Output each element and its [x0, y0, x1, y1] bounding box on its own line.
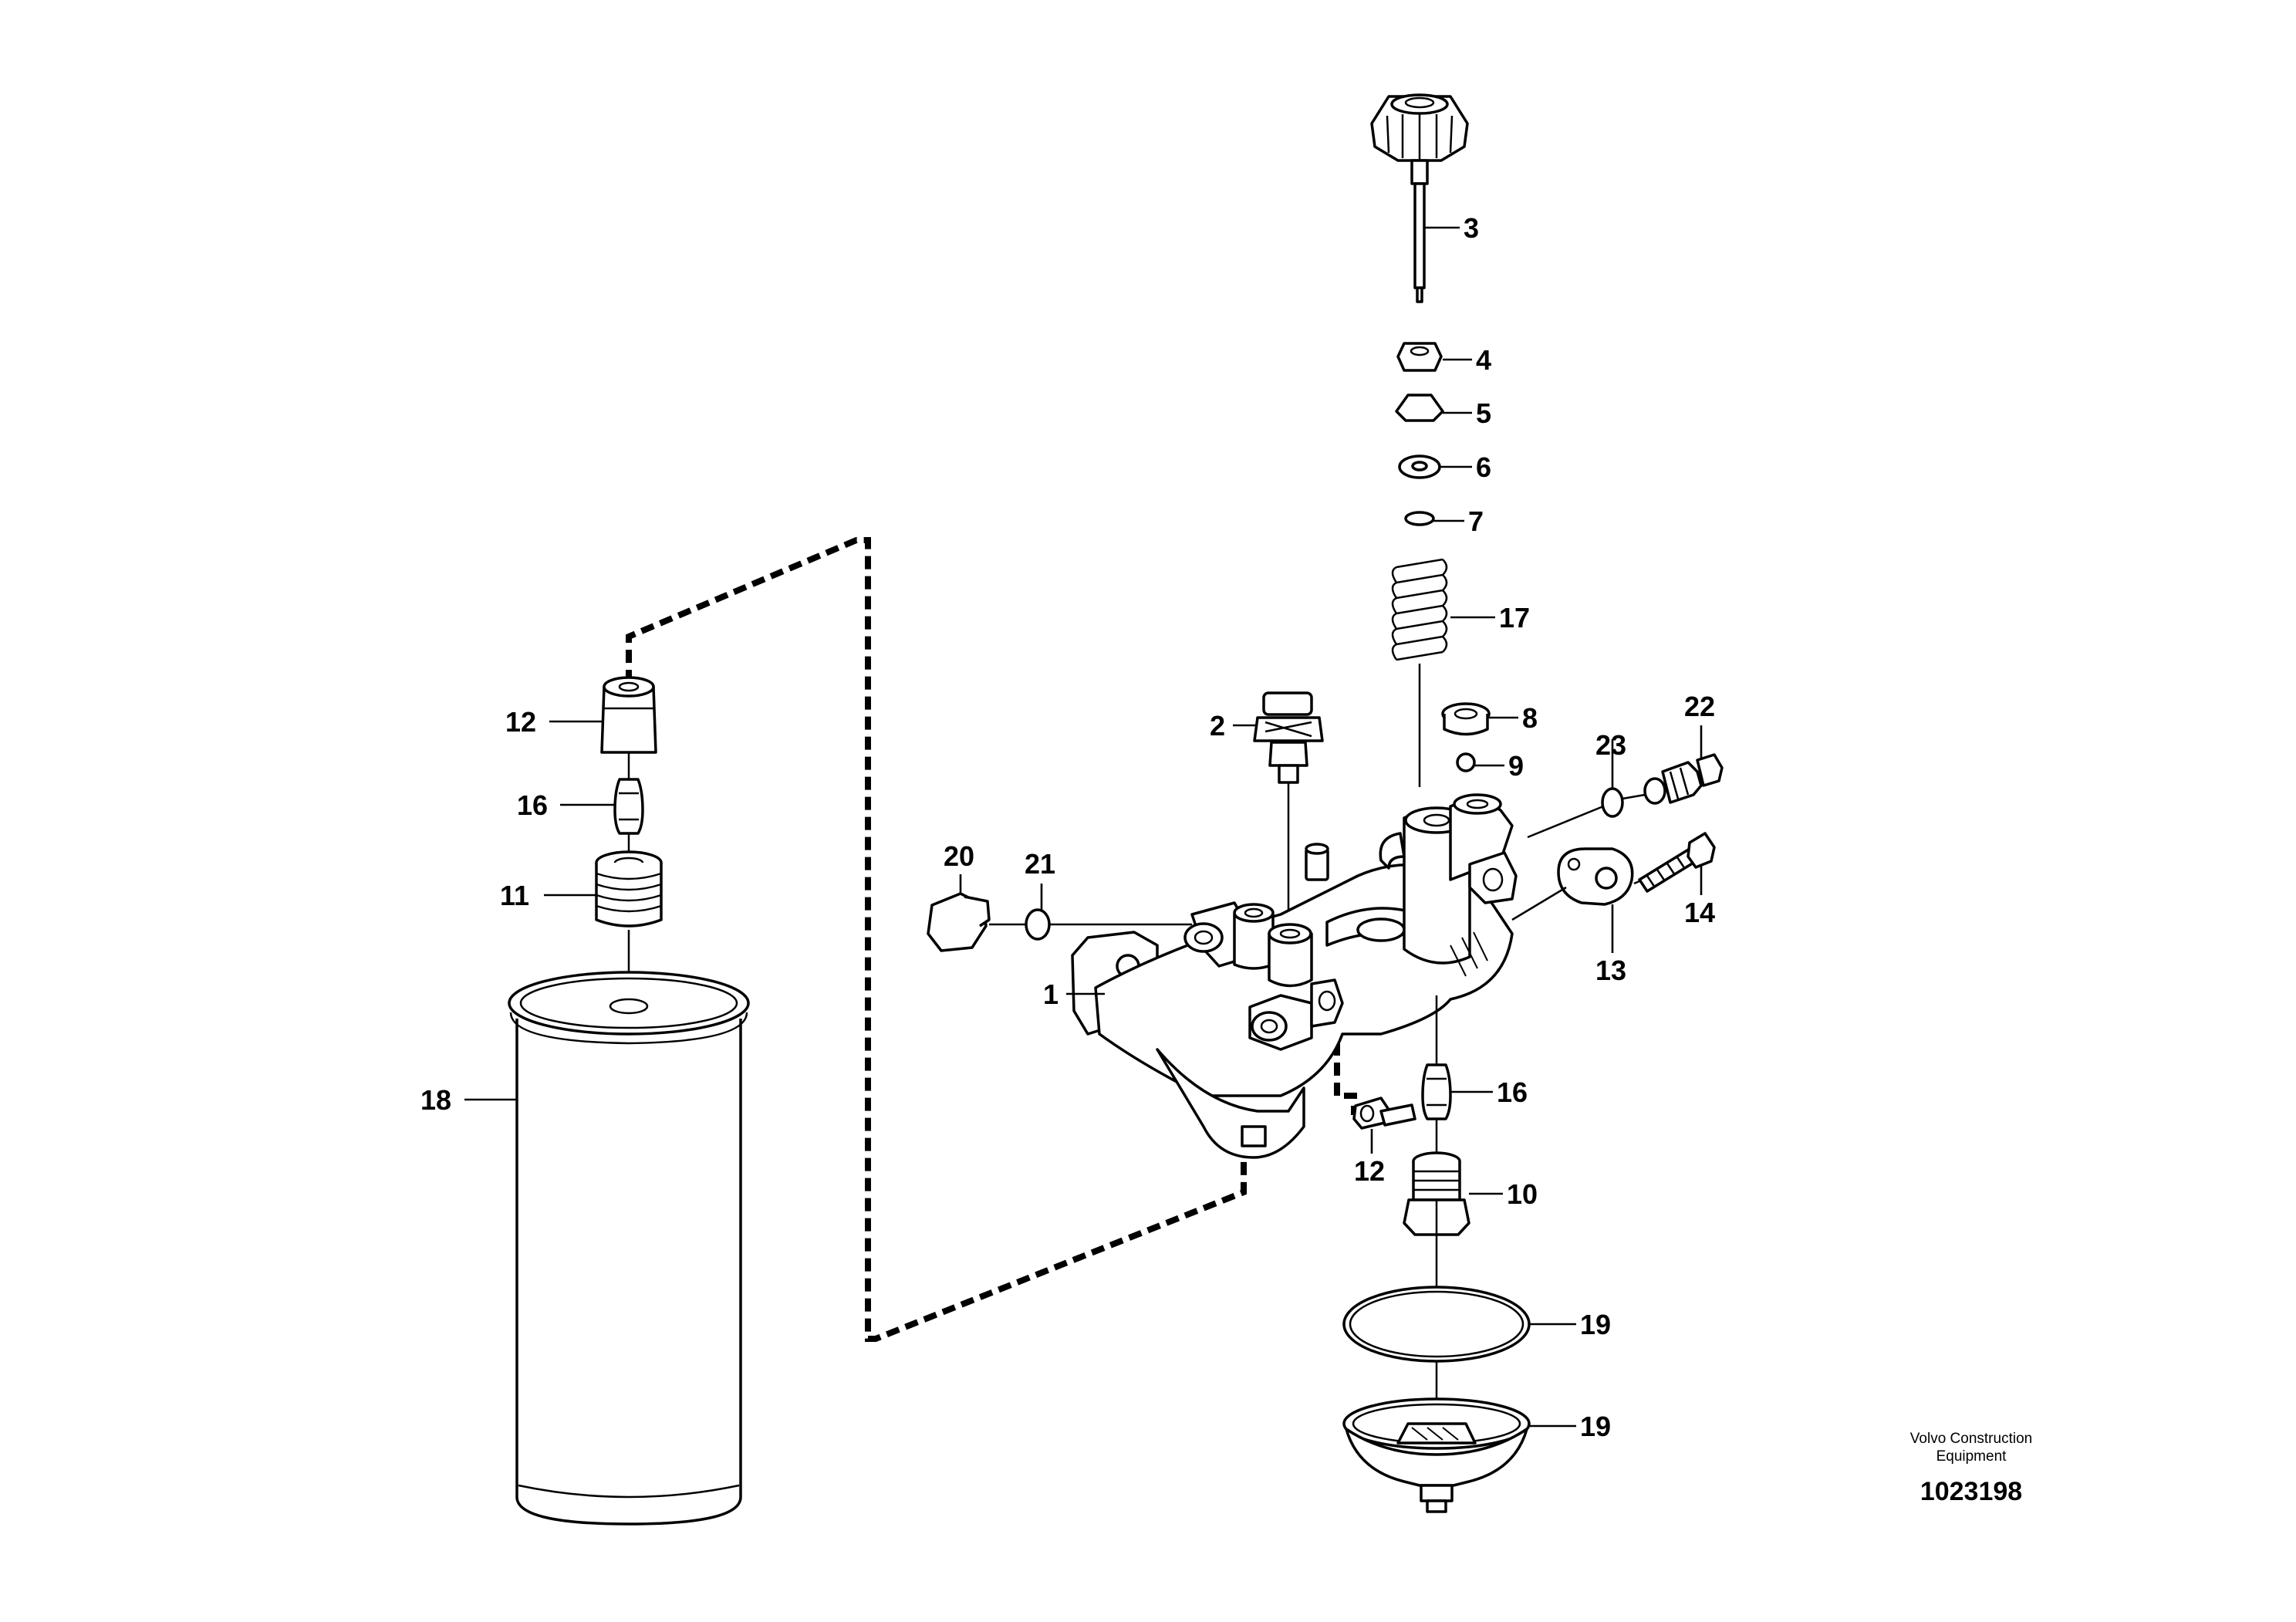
- callout-label-14: 13: [1595, 955, 1627, 986]
- part-11-threaded-fitting: [595, 850, 663, 928]
- part-19-bowl-cap: [1342, 1397, 1531, 1513]
- callout-label-23: 22: [1684, 691, 1716, 722]
- part-10-fitting: [1403, 1151, 1470, 1236]
- part-6-flat-washer: [1398, 454, 1441, 479]
- part-7-o-ring: [1404, 511, 1435, 526]
- callout-label-3: 3: [1464, 212, 1480, 244]
- callout-label-4: 4: [1476, 344, 1492, 376]
- part-1-housing: [1071, 793, 1518, 1159]
- callout-label-10: 10: [1507, 1178, 1538, 1210]
- part-21-plug: [927, 892, 991, 952]
- part-5-cone-washer: [1395, 394, 1444, 422]
- part-16-pin-left: [613, 778, 644, 835]
- leader-lines: [464, 226, 1703, 1428]
- axis-line-14: [1511, 886, 1567, 921]
- credit-company: Volvo Construction: [1909, 1431, 2033, 1447]
- dashed-connection-line: [626, 537, 1247, 1342]
- part-9-ball: [1456, 752, 1476, 772]
- axis-line-15: [1633, 880, 1640, 885]
- part-15-bolt: [1638, 832, 1716, 893]
- part-23-fitting: [1643, 753, 1724, 805]
- callout-label-15: 14: [1684, 897, 1716, 928]
- part-22-o-ring: [1025, 908, 1051, 941]
- callout-label-13: 12: [1354, 1155, 1386, 1187]
- axis-line-23: [1622, 793, 1646, 800]
- credit-block: Volvo Construction Equipment 1023198: [1882, 1431, 2060, 1507]
- callout-label-19: 19: [1580, 1411, 1612, 1442]
- part-12-sleeve: [600, 676, 657, 754]
- callout-label-6: 6: [1476, 451, 1492, 483]
- callout-label-17: 17: [1499, 602, 1531, 634]
- callout-label-22: 21: [1025, 848, 1056, 880]
- callout-label-16-left: 16: [517, 789, 549, 821]
- callout-label-18: 18: [420, 1084, 452, 1116]
- callout-label-2: 2: [1210, 710, 1226, 742]
- callout-label-7: 7: [1468, 505, 1484, 537]
- part-17-spring: [1391, 558, 1448, 661]
- part-2-sensor: [1253, 691, 1324, 918]
- part-16-pin-right: [1421, 1063, 1452, 1120]
- axis-line-24: [1527, 805, 1604, 839]
- part-8-plug: [1441, 702, 1491, 736]
- callout-label-21: 20: [944, 840, 975, 872]
- part-20-o-ring: [1342, 1286, 1531, 1363]
- callout-label-16-right: 16: [1497, 1076, 1528, 1108]
- callout-label-24: 23: [1595, 729, 1627, 761]
- callout-label-11: 11: [500, 880, 530, 911]
- part-13-bolt: [1352, 1097, 1416, 1130]
- part-3-dipstick-knob: [1370, 93, 1469, 303]
- drawing-number: 1023198: [1920, 1476, 2023, 1506]
- callout-label-9: 9: [1508, 750, 1524, 782]
- credit-division: Equipment: [1936, 1448, 2007, 1465]
- callout-label-5: 5: [1476, 397, 1492, 429]
- callout-label-20: 19: [1580, 1309, 1612, 1340]
- part-18-filter: [508, 971, 750, 1526]
- part-4-nut: [1396, 342, 1443, 372]
- callout-label-12: 12: [505, 706, 537, 738]
- callout-label-8: 8: [1522, 702, 1538, 734]
- part-24-o-ring: [1601, 787, 1624, 818]
- part-14-bracket: [1557, 847, 1634, 906]
- dashed-connection-bolt: [1334, 1022, 1357, 1115]
- callout-label-1: 1: [1043, 978, 1059, 1010]
